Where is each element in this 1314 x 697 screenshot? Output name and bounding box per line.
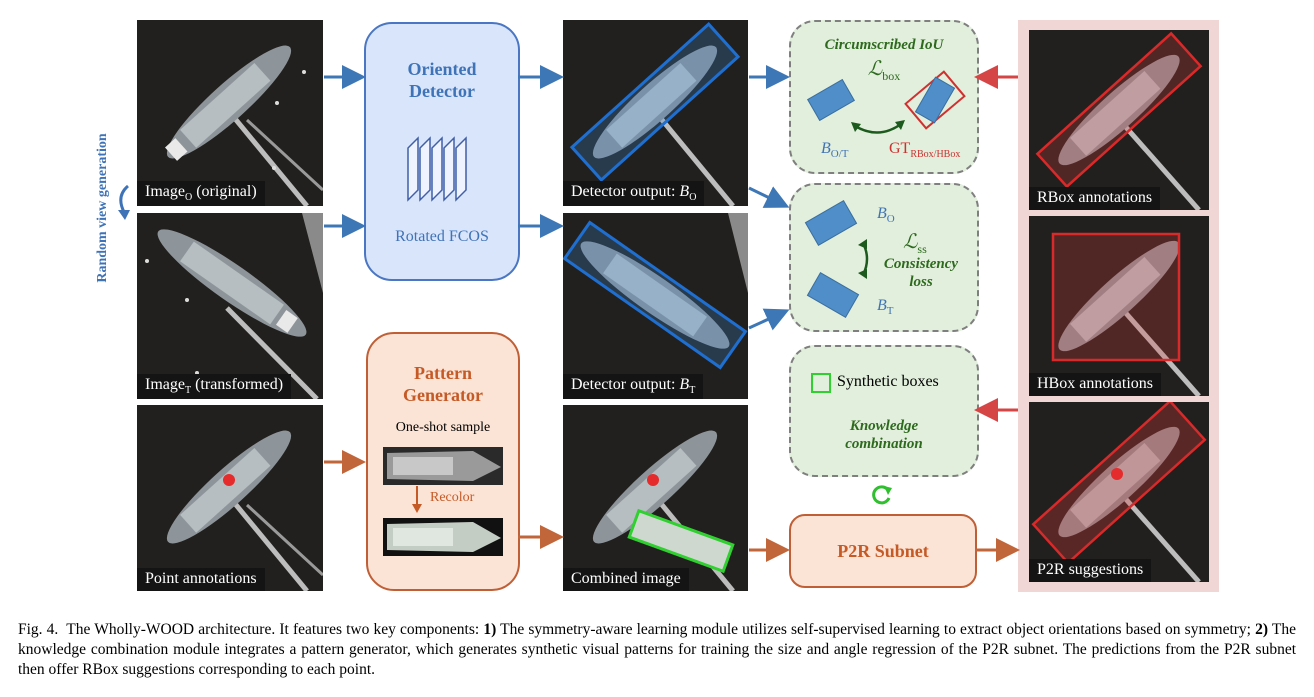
cnn-layers-icon: [407, 136, 467, 202]
detector-output-o-label: Detector output: BO: [563, 180, 705, 206]
b-o-label: BO: [877, 205, 895, 226]
figure-caption: Fig. 4. The Wholly-WOOD architecture. It…: [18, 621, 1296, 678]
hbox-annotations: HBox annotations: [1029, 216, 1209, 396]
hbox-annotations-label: HBox annotations: [1029, 373, 1161, 396]
rbox-annotations: RBox annotations: [1029, 30, 1209, 210]
ship-icon: [137, 213, 323, 399]
iou-shapes-icon: [806, 70, 966, 134]
box-loss-label: ℒbox: [867, 58, 901, 83]
ship-icon: [137, 405, 323, 591]
combined-image-label: Combined image: [563, 568, 689, 591]
arrow-down-icon: [412, 486, 422, 513]
image-points: Point annotations: [137, 405, 323, 591]
ship-with-box-icon: [563, 213, 748, 399]
ship-with-box-icon: [563, 20, 748, 206]
detector-subtitle: Rotated FCOS: [395, 228, 489, 245]
p2r-suggestions: P2R suggestions: [1029, 402, 1209, 582]
ship-with-hbox-icon: [1029, 216, 1209, 396]
detector-output-t-label: Detector output: BT: [563, 373, 704, 399]
gt-label: GTRBox/HBox: [889, 140, 961, 161]
p2r-subnet-box: P2R Subnet: [789, 514, 977, 588]
ship-with-pattern-icon: [563, 405, 748, 591]
one-shot-sample-image: [383, 447, 503, 485]
detector-output-t: Detector output: BT: [563, 213, 748, 399]
arrow-output-o-to-consistency: [748, 186, 790, 208]
image-points-label: Point annotations: [137, 568, 265, 591]
consistency-shapes-icon: [804, 200, 869, 318]
image-original: ImageO (original): [137, 20, 323, 206]
curved-arrow-icon: [118, 184, 130, 220]
p2r-subnet-label: P2R Subnet: [837, 541, 929, 561]
flow-arrows: [324, 65, 1020, 562]
refresh-icon: [872, 485, 892, 505]
arrow-output-t-to-consistency: [748, 308, 790, 331]
image-transformed: ImageT (transformed): [137, 213, 323, 399]
circumscribed-iou-box: Circumscribed IoU ℒbox BO/T GTRBox/HBox: [789, 20, 979, 174]
detector-output-o: Detector output: BO: [563, 20, 748, 206]
rbox-annotations-label: RBox annotations: [1029, 187, 1161, 210]
synthetic-boxes-label: Synthetic boxes: [837, 373, 939, 390]
ss-loss-label: ℒss: [903, 231, 927, 256]
b-ot-label: BO/T: [821, 140, 849, 161]
ship-icon: [137, 20, 323, 206]
recolored-sample-image: [383, 518, 503, 556]
image-original-label: ImageO (original): [137, 180, 265, 206]
ship-with-suggestion-icon: [1029, 402, 1209, 582]
recolor-label: Recolor: [430, 490, 475, 505]
image-transformed-label: ImageT (transformed): [137, 373, 292, 399]
ship-with-rbox-icon: [1029, 30, 1209, 210]
combined-image: Combined image: [563, 405, 748, 591]
synthetic-box-icon: [811, 373, 831, 393]
one-shot-label: One-shot sample: [395, 420, 491, 435]
b-t-label: BT: [877, 297, 894, 318]
ciou-title: Circumscribed IoU: [824, 37, 944, 53]
p2r-suggestions-label: P2R suggestions: [1029, 559, 1152, 582]
